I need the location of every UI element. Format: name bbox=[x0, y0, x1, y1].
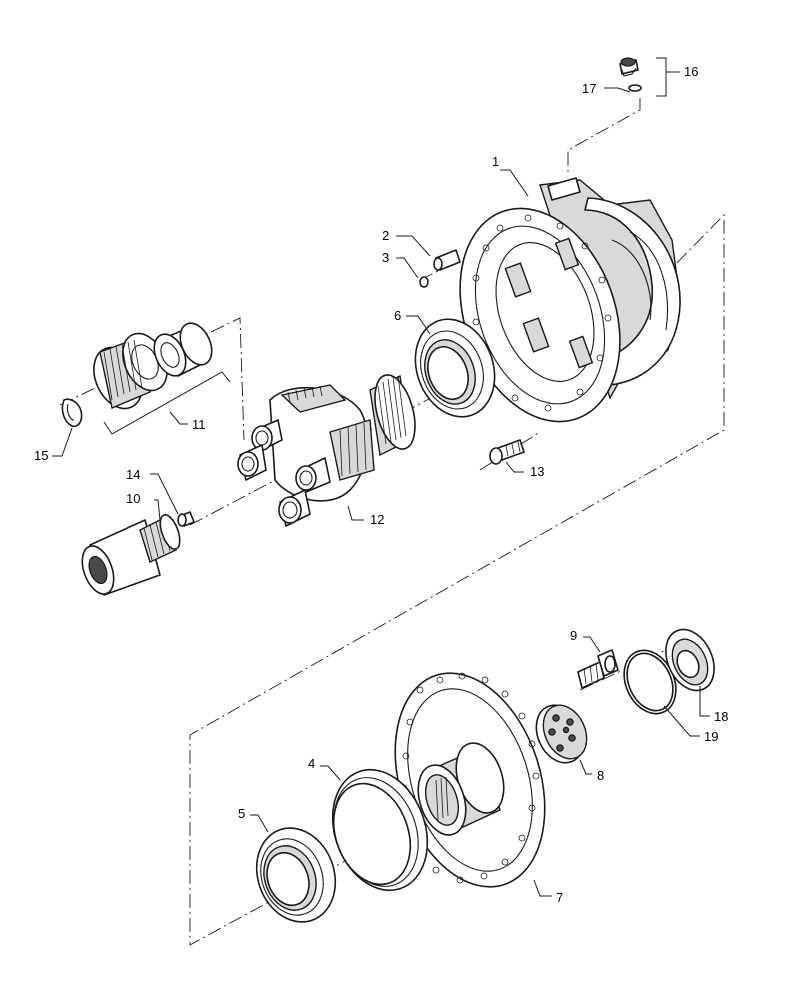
callout-19: 19 bbox=[704, 729, 718, 744]
shaft-splines bbox=[143, 518, 171, 561]
callout-18: 18 bbox=[714, 709, 728, 724]
part-housing[interactable] bbox=[432, 177, 681, 444]
callout-5: 5 bbox=[238, 806, 245, 821]
callout-6: 6 bbox=[394, 308, 401, 323]
callout-15: 15 bbox=[34, 448, 48, 463]
carrier-spline-lines bbox=[377, 375, 407, 445]
callout-7: 7 bbox=[556, 890, 563, 905]
part-ring-4[interactable] bbox=[317, 756, 444, 903]
callout-12: 12 bbox=[370, 512, 384, 527]
part-bolt-13[interactable] bbox=[489, 439, 525, 465]
part-bolt-9[interactable] bbox=[577, 649, 619, 689]
part-shaft[interactable] bbox=[76, 512, 183, 598]
callout-10: 10 bbox=[126, 491, 140, 506]
carrier-pins bbox=[237, 419, 331, 527]
plate-holes bbox=[548, 714, 576, 752]
part-pin[interactable] bbox=[433, 249, 461, 271]
callout-17: 17 bbox=[582, 81, 596, 96]
part-small-plug[interactable] bbox=[177, 511, 195, 527]
gear-teeth bbox=[103, 339, 143, 401]
callout-14: 14 bbox=[126, 467, 140, 482]
callout-1: 1 bbox=[492, 154, 499, 169]
callout-8: 8 bbox=[597, 768, 604, 783]
callout-leaders bbox=[52, 57, 710, 897]
part-plug[interactable] bbox=[619, 57, 639, 77]
callout-9: 9 bbox=[570, 628, 577, 643]
part-seal-6[interactable] bbox=[402, 308, 508, 428]
part-hub[interactable] bbox=[369, 654, 570, 906]
planet-gear-teeth bbox=[287, 385, 367, 477]
part-oring-19[interactable] bbox=[614, 642, 685, 722]
callout-13: 13 bbox=[530, 464, 544, 479]
callout-4: 4 bbox=[308, 756, 315, 771]
callout-11: 11 bbox=[192, 417, 206, 432]
part-planet-carrier[interactable] bbox=[237, 371, 422, 527]
callout-2: 2 bbox=[382, 228, 389, 243]
callout-16: 16 bbox=[684, 64, 698, 79]
callout-3: 3 bbox=[382, 250, 389, 265]
hub-splines bbox=[435, 776, 449, 821]
part-gear-bearing[interactable] bbox=[85, 318, 218, 416]
part-small-oring[interactable] bbox=[419, 276, 429, 288]
part-plate[interactable] bbox=[527, 698, 595, 771]
part-seal-5[interactable] bbox=[244, 817, 348, 933]
part-washer[interactable] bbox=[628, 84, 642, 92]
callout-labels: 1 2 3 4 5 6 7 8 9 10 11 12 13 14 15 16 1… bbox=[34, 64, 728, 905]
part-cover[interactable] bbox=[657, 622, 724, 699]
part-snap-ring[interactable] bbox=[61, 398, 83, 428]
